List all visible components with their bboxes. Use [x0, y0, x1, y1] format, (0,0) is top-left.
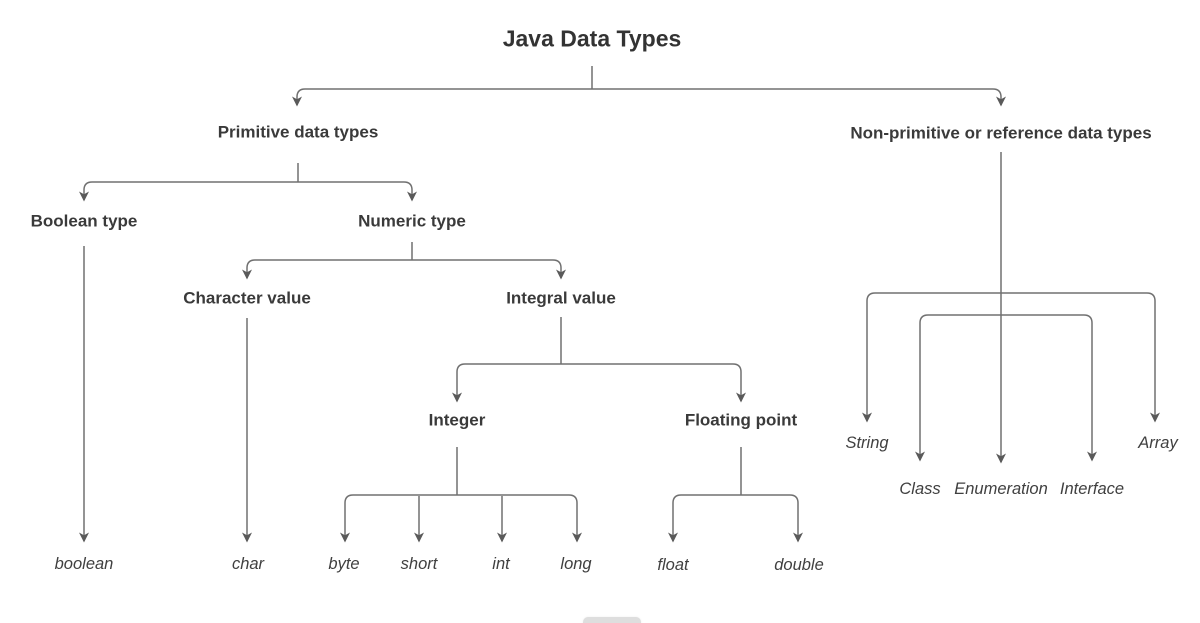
- leaf-char: char: [231, 554, 265, 573]
- edge-nonprimitive-to-class: [915, 314, 1001, 462]
- edge-nonprimitive-to-interface: [1001, 314, 1097, 462]
- edge-title-to-nonprimitive: [592, 88, 1006, 107]
- leaf-double: double: [774, 555, 824, 574]
- leaf-class: Class: [899, 479, 941, 498]
- node-non-primitive-data-types: Non-primitive or reference data types: [850, 123, 1152, 143]
- edge-floating-to-double: [741, 494, 803, 543]
- edge-integral-to-floating: [561, 363, 746, 403]
- leaf-float: float: [657, 555, 689, 574]
- leaf-enumeration: Enumeration: [954, 479, 1048, 498]
- node-primitive-data-types: Primitive data types: [217, 122, 379, 142]
- diagram-title: Java Data Types: [502, 25, 682, 52]
- edge-primitive-to-boolean-type: [79, 181, 298, 202]
- edge-primitive-to-numeric-type: [298, 181, 417, 202]
- node-character-value: Character value: [183, 288, 311, 308]
- edge-integer-to-byte: [340, 494, 457, 543]
- leaf-long: long: [560, 554, 592, 573]
- leaf-int: int: [492, 554, 510, 573]
- node-boolean-type: Boolean type: [30, 211, 138, 231]
- leaf-byte: byte: [328, 554, 360, 573]
- leaf-boolean: boolean: [54, 554, 114, 573]
- leaf-array: Array: [1138, 433, 1178, 452]
- node-numeric-type: Numeric type: [358, 211, 466, 231]
- leaf-short: short: [400, 554, 438, 573]
- leaf-string: String: [845, 433, 889, 452]
- edge-numeric-to-character: [242, 259, 412, 280]
- edge-floating-to-float: [668, 494, 741, 543]
- node-integer: Integer: [428, 410, 486, 430]
- edge-integral-to-integer: [452, 363, 561, 403]
- leaf-interface: Interface: [1059, 479, 1125, 498]
- bottom-panel-handle[interactable]: [583, 617, 641, 623]
- edge-numeric-to-integral: [412, 259, 566, 280]
- edge-nonprimitive-to-array: [1001, 292, 1160, 423]
- edge-title-to-primitive: [292, 88, 592, 107]
- edge-integer-to-long: [457, 494, 582, 543]
- edge-nonprimitive-to-string: [862, 292, 1001, 423]
- node-integral-value: Integral value: [506, 288, 616, 308]
- node-floating-point: Floating point: [684, 410, 798, 430]
